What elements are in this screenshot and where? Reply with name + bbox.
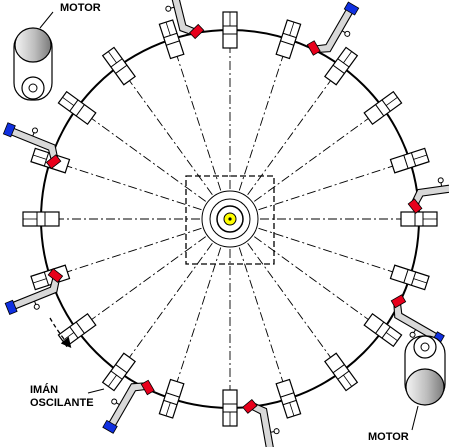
rotation-arrow <box>49 317 72 348</box>
rim-magnet-block <box>389 264 430 291</box>
spoke <box>247 65 342 195</box>
spoke <box>254 236 384 331</box>
rim-magnet-block <box>324 46 359 86</box>
oscillating-magnet-arm <box>102 379 155 434</box>
rim-magnet-block <box>324 352 359 392</box>
oscillating-magnet-arm <box>2 122 62 170</box>
spoke <box>254 107 384 202</box>
rim-magnet-block <box>389 147 430 174</box>
magnet-red-pole <box>306 40 321 56</box>
oscillating-magnet-arm <box>165 0 205 40</box>
spoke <box>247 243 342 373</box>
spoke <box>50 227 202 278</box>
oscillating-magnet-arm <box>4 268 64 315</box>
rim-magnet-block <box>101 46 136 86</box>
spoke <box>238 39 289 191</box>
hub <box>201 190 259 248</box>
rim-magnet-block <box>101 352 136 392</box>
rim-magnet-block <box>275 378 302 419</box>
magnet-red-pole <box>390 294 407 309</box>
magnet-red-pole <box>140 379 155 396</box>
magnet-blue-pole <box>102 419 118 434</box>
label-leader <box>87 388 105 394</box>
magnet-blue-pole <box>2 122 16 138</box>
rim-magnet-block <box>400 211 438 227</box>
spoke <box>171 247 222 399</box>
oscillating-magnet-label-line1: IMÁN <box>30 384 59 396</box>
magnet-blue-pole <box>343 1 360 16</box>
oscillating-magnet-arm <box>242 398 280 447</box>
magnet-red-pole <box>407 198 423 214</box>
rim-magnets <box>22 11 438 427</box>
magnet-red-pole <box>47 268 64 283</box>
spokes <box>41 30 419 408</box>
spoke <box>76 107 206 202</box>
motor-top <box>13 11 54 101</box>
magnet-blue-pole <box>4 299 18 315</box>
motor-bottom <box>404 335 446 431</box>
rim-magnet-block <box>363 90 403 125</box>
rim-magnet-block <box>57 313 97 348</box>
motor-label-bottom: MOTOR <box>368 431 409 443</box>
spoke <box>258 160 410 211</box>
oscillating-magnet-arm <box>407 177 449 214</box>
oscillating-magnet-label-line2: OSCILANTE <box>30 397 94 409</box>
spoke <box>50 160 202 211</box>
spoke <box>118 65 213 195</box>
rim-magnet-block <box>57 90 97 125</box>
magnet-red-pole <box>189 23 205 40</box>
rim-magnet-block <box>158 19 185 60</box>
spoke <box>258 227 410 278</box>
rim-magnet-block <box>363 313 403 348</box>
motor-label-top: MOTOR <box>60 2 101 14</box>
rim-magnet-block <box>158 378 185 419</box>
rim-magnet-block <box>275 19 302 60</box>
magnet-red-pole <box>45 154 62 170</box>
magnet-red-pole <box>242 398 258 414</box>
rim-magnet-block <box>22 211 60 227</box>
oscillating-magnet-arm <box>306 1 360 56</box>
rim-magnet-block <box>222 11 238 49</box>
spoke <box>171 39 222 191</box>
spoke <box>76 236 206 331</box>
rim-magnet-block <box>222 389 238 427</box>
center-square <box>185 175 275 265</box>
spoke <box>118 243 213 373</box>
spoke <box>238 247 289 399</box>
